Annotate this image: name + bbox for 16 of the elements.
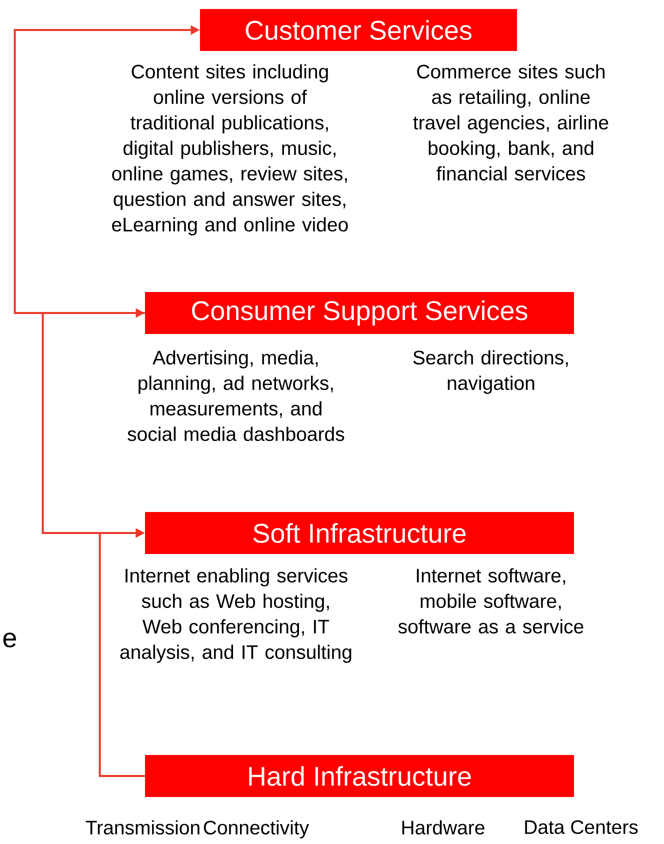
description-text: Commerce sites such as retailing, online travel agencies, airline booking, bank, and financial services [413, 64, 608, 181]
description-text: Internet enabling services such as Web hosting, Web conferencing, IT analysis, and IT consulting [120, 568, 352, 663]
description-text: Connectivity [204, 820, 310, 838]
connector-arrow [98, 528, 145, 777]
description-text: Advertising, media, planning, ad networks, measurements, and social media dashboards [128, 350, 344, 442]
process-box: Customer Services [200, 9, 517, 51]
process-box: Soft Infrastructure [145, 512, 574, 554]
text-fragment: e [3, 632, 16, 648]
process-box: Consumer Support Services [145, 292, 574, 334]
description-text: Internet software, mobile software, software as a service [398, 568, 584, 634]
description-text: Hardware [402, 820, 484, 835]
description-text: Content sites including online versions of traditional publications, digital publishers, music, online games, review sites, question and answer sites, eLearning and online video [112, 64, 348, 236]
description-text: Transmission [86, 820, 200, 835]
description-text: Data Centers [525, 820, 638, 834]
description-text: Search directions, navigation [413, 350, 568, 394]
process-box: Hard Infrastructure [145, 755, 574, 797]
